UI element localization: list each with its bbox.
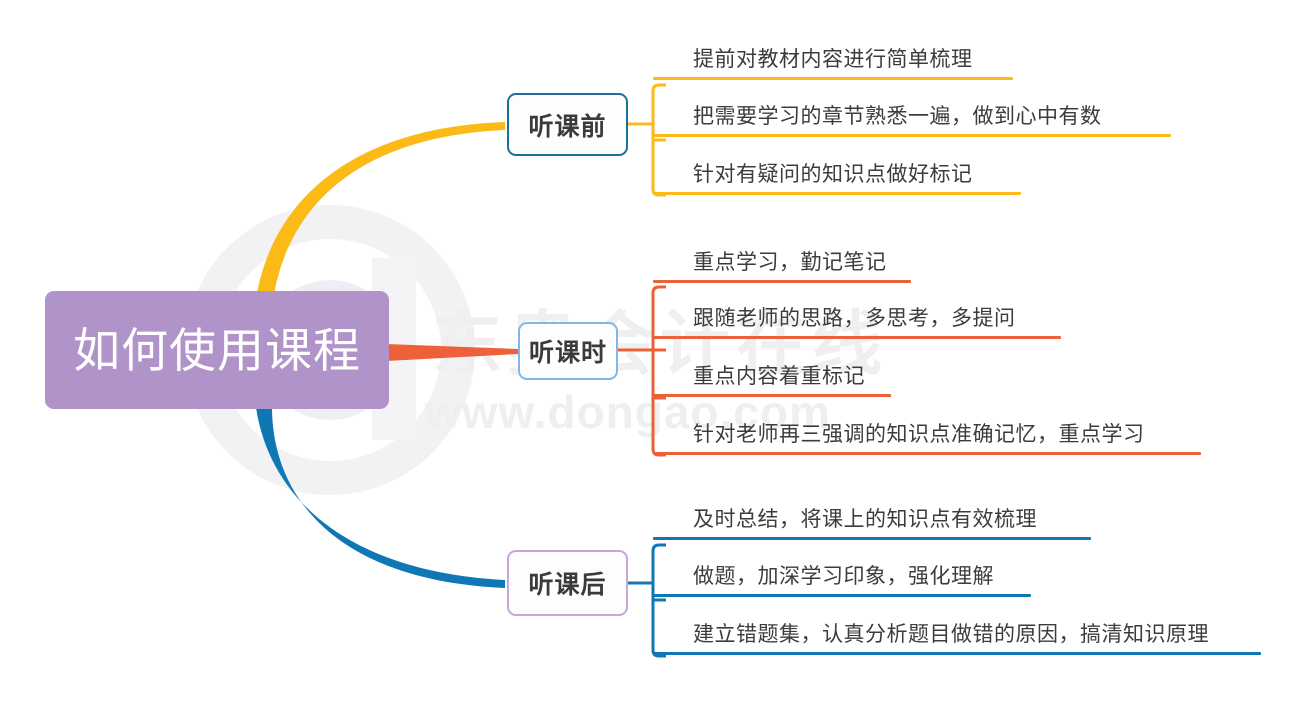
leaf-label: 跟随老师的思路，多思考，多提问 [693,307,1016,330]
leaf-label: 针对老师再三强调的知识点准确记忆，重点学习 [693,423,1145,446]
leaf-item[interactable]: 跟随老师的思路，多思考，多提问 [653,307,1061,340]
leaf-item[interactable]: 建立错题集，认真分析题目做错的原因，搞清知识原理 [653,623,1261,656]
leaf-underline [653,394,891,398]
leaf-underline [653,652,1261,656]
leaf-label: 把需要学习的章节熟悉一遍，做到心中有数 [693,105,1102,128]
root-to-branch-2-curve [255,400,505,588]
leaf-label: 重点内容着重标记 [693,365,865,388]
leaf-label: 提前对教材内容进行简单梳理 [693,48,973,71]
branch-node-label: 听课时 [528,339,607,367]
leaf-underline [653,452,1201,456]
root-to-branch-0-curve [255,122,505,308]
leaf-item[interactable]: 重点学习，勤记笔记 [653,251,911,284]
leaf-underline [653,537,1091,541]
leaf-underline [653,134,1171,138]
leaf-underline [653,336,1061,340]
leaf-underline [653,280,911,284]
leaf-label: 及时总结，将课上的知识点有效梳理 [693,508,1037,531]
leaf-item[interactable]: 针对有疑问的知识点做好标记 [653,163,1021,196]
leaf-item[interactable]: 及时总结，将课上的知识点有效梳理 [653,508,1091,541]
leaf-label: 针对有疑问的知识点做好标记 [693,163,973,186]
leaf-underline [653,192,1021,196]
branch-node-ting-ke-shi[interactable]: 听课时 [518,322,618,380]
leaf-label: 重点学习，勤记笔记 [693,251,887,274]
leaf-item[interactable]: 重点内容着重标记 [653,365,891,398]
leaf-item[interactable]: 把需要学习的章节熟悉一遍，做到心中有数 [653,105,1171,138]
branch-node-ting-ke-hou[interactable]: 听课后 [507,550,628,616]
leaf-underline [653,77,1013,81]
leaf-item[interactable]: 针对老师再三强调的知识点准确记忆，重点学习 [653,423,1201,456]
leaf-item[interactable]: 做题，加深学习印象，强化理解 [653,565,1031,598]
leaf-label: 做题，加深学习印象，强化理解 [693,565,994,588]
branch-node-label: 听课后 [528,571,607,599]
leaf-item[interactable]: 提前对教材内容进行简单梳理 [653,48,1013,81]
branch-2-bracket [628,543,666,658]
leaf-underline [653,594,1031,598]
root-node[interactable]: 如何使用课程 [45,291,389,409]
root-to-branch-1-curve [386,344,518,361]
root-node-label: 如何使用课程 [73,323,361,377]
leaf-label: 建立错题集，认真分析题目做错的原因，搞清知识原理 [693,623,1209,646]
branch-node-ting-ke-qian[interactable]: 听课前 [507,93,628,156]
branch-node-label: 听课前 [528,112,607,141]
